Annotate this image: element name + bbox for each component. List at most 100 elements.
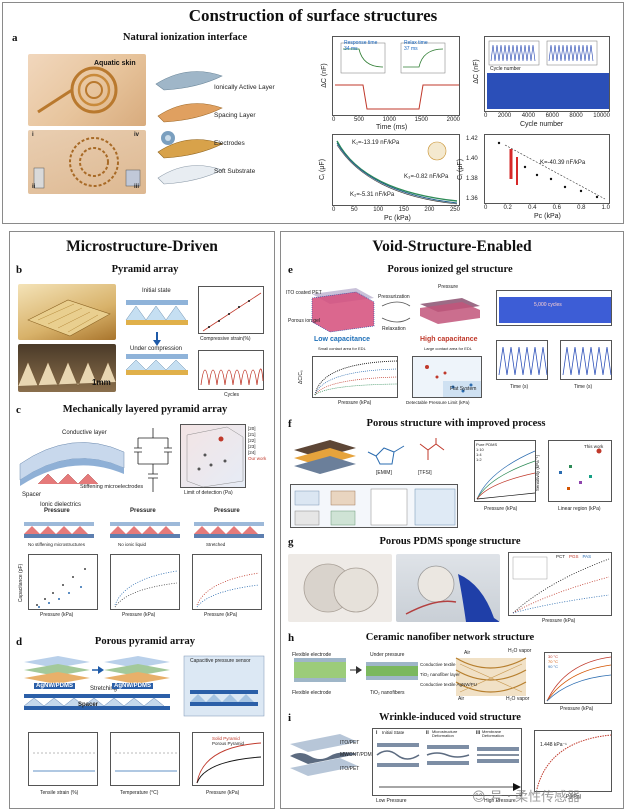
legend-item: 70 °C [548, 659, 559, 664]
flexible-electrode-bottom: Flexible electrode [292, 690, 332, 696]
panel-f-subtitle: Porous structure with improved process [366, 418, 546, 429]
stage-micro-label: Microstructure Deformation [432, 729, 458, 738]
f-ylabel2: Sensitivity (kPa⁻¹) [535, 454, 541, 492]
stiffening-label: Stiffening microelectrodes [80, 484, 144, 490]
tick: 0.6 [552, 205, 561, 211]
panel-d-letter: d [16, 636, 23, 648]
panel-c-subtitle: Mechanically layered pyramid array [62, 404, 228, 415]
chart3-xticks: 0 50 100 150 200 250 [332, 207, 460, 213]
e-time-label-1: Time (s) [510, 384, 529, 390]
g-response-curves [512, 556, 610, 614]
e-ylabel: ΔC/C₀ [298, 369, 305, 385]
i-k-label: 1.448 kPa⁻¹ [540, 742, 567, 748]
circuit-diagram [134, 428, 172, 492]
f-response-curves [476, 450, 536, 500]
under-pressure-label: Under pressure [370, 652, 405, 658]
legend-item: 1:10 [476, 447, 484, 452]
initial-state-label: Initial state [142, 288, 171, 294]
aquatic-skin-photo [28, 54, 146, 126]
panel-a-letter: a [12, 32, 18, 44]
tick: 0.8 [577, 205, 586, 211]
tick: 1.40 [466, 156, 478, 162]
chart3-xlabel: Pᴄ (kPa) [384, 215, 411, 222]
legend-item: PAS [582, 554, 592, 559]
d3-xlabel: Pressure (kPa) [206, 790, 240, 796]
spacer-d-label: Spacer [78, 702, 99, 708]
pyramid-strain-xlabel: Compressive strain(%) [200, 336, 251, 342]
tick: 1.36 [466, 196, 478, 202]
panel-g-letter: g [288, 536, 294, 548]
panel-b-letter: b [16, 264, 23, 276]
tick: 150 [398, 207, 409, 213]
high-capacitance-label: High capacitance [420, 336, 478, 343]
tick: 1000 [382, 117, 396, 123]
chart-e-wave2 [560, 340, 612, 380]
molecule-graphic [367, 438, 445, 465]
k3-label: K₃=-0.82 nF/kPa [404, 174, 449, 180]
tick: 2000 [446, 117, 460, 123]
chart2-inset-x: Cycle number [490, 66, 521, 72]
chart-sensitivity-a [332, 134, 460, 206]
pyramid-cycles-xlabel: Cycles [224, 392, 240, 398]
f-legend: Pure PDMS 1:10 1:4 1:2 [476, 442, 497, 462]
panel-h-subtitle: Ceramic nanofiber network structure [365, 632, 535, 643]
c2-data [114, 570, 178, 608]
layer-soft-substrate: Soft Substrate [214, 168, 256, 175]
chart4-xlabel: Pᴄ (kPa) [534, 213, 561, 220]
pressurization-label: Pressurization [378, 294, 410, 300]
i-response-curve [536, 734, 612, 790]
roman-iv: iv [134, 132, 140, 138]
chart2-ylabel: ΔC (nF) [472, 59, 480, 84]
caption-no-stiffening: No stiffening microstructures [28, 542, 85, 547]
d1-xlabel: Tensile strain (%) [40, 790, 79, 796]
response-inset-1: Response time 34 ms [344, 40, 378, 52]
pressure-schematics-row [18, 508, 268, 548]
legend-item: [22] [248, 438, 256, 443]
right-title: Void-Structure-Enabled [372, 238, 532, 255]
legend-item: Pure PDMS [476, 442, 498, 447]
tick: 10000 [593, 113, 610, 119]
e-xlabel: Pressure (kPa) [338, 400, 372, 406]
ionic-dielectrics-label: Ionic dielectrics [40, 502, 82, 508]
tick: 4000 [521, 113, 536, 119]
legend-item: [20] [248, 426, 256, 431]
under-compression-label: Under compression [130, 346, 183, 352]
chart-e-cycles [496, 290, 612, 326]
legend-item: PCT [556, 554, 565, 559]
f-benchmark-scatter [559, 448, 602, 490]
left-title: Microstructure-Driven [66, 238, 218, 255]
legend-item: 90 °C [548, 664, 559, 669]
panel-i-letter: i [288, 712, 292, 724]
low-pressure-label: Low Pressure [376, 798, 407, 804]
chart1-ylabel: ΔC (nF) [320, 63, 328, 88]
stretching-label: Stretching [90, 686, 118, 692]
chart-f-response [474, 440, 536, 502]
pressure-label-1: Pressure [44, 508, 70, 514]
stage-i-roman: i [376, 730, 378, 736]
pressure-label-3: Pressure [214, 508, 240, 514]
roman-i: i [32, 132, 34, 138]
e-response-curves [314, 360, 398, 396]
porous-film-illustration [294, 440, 356, 474]
aquatic-skin-label: Aquatic skin [94, 60, 136, 67]
cube-xlabel: Limit of detection (Pa) [184, 490, 233, 496]
caption-stretched: Stretched [206, 542, 226, 547]
stage-membrane-label: Membrane Deformation [482, 729, 504, 738]
small-contact-note: Small contact area for EDL [318, 346, 366, 351]
chart-f-benchmark [548, 440, 612, 502]
e-wave1 [498, 346, 548, 376]
d3-legend: Solid Pyramid Porous Pyramid [212, 736, 244, 746]
tick: 50 [350, 207, 358, 213]
pyramid-array-photo [18, 284, 116, 340]
ito-pet-label: ITO coated PET [286, 290, 322, 296]
wrinkle-layers-illustration [290, 734, 358, 776]
chart-i-response [534, 730, 612, 792]
tick: 1.0 [601, 205, 610, 211]
chart-d1 [28, 732, 98, 786]
legend-item: Solid Pyramid [212, 736, 240, 741]
high-pressure-label: High Pressure [484, 798, 516, 804]
porous-ion-gel-label: Porous ion gel [288, 318, 320, 324]
chart2-xticks: 0 2000 4000 6000 8000 10000 [484, 113, 610, 119]
stage-ii-roman: ii [426, 730, 429, 736]
legend-item: 1:2 [476, 457, 482, 462]
